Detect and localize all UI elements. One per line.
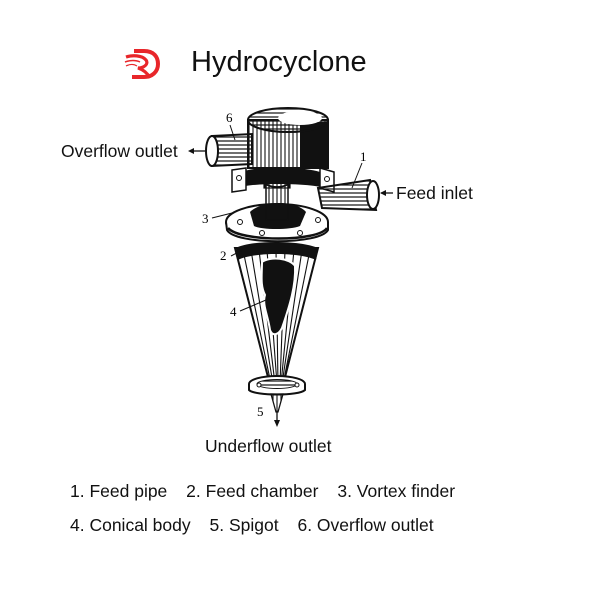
part-number-2: 2 (220, 248, 227, 263)
page-title: Hydrocyclone (191, 46, 367, 78)
part-number-6: 6 (226, 110, 233, 125)
upper-chamber (231, 167, 335, 193)
underflow-outlet-callout: Underflow outlet (205, 436, 332, 456)
legend-row-2: 4. Conical body 5. Spigot 6. Overflow ou… (70, 514, 448, 536)
conical-body (233, 242, 320, 386)
feed-inlet-callout: Feed inlet (396, 183, 473, 203)
feed-pipe (316, 178, 393, 212)
legend-row-1: 1. Feed pipe 2. Feed chamber 3. Vortex f… (70, 480, 469, 502)
part-number-4: 4 (230, 304, 237, 319)
part-number-3: 3 (202, 211, 209, 226)
legend-item-vortex-finder: 3. Vortex finder (337, 481, 456, 501)
legend-item-overflow-outlet: 6. Overflow outlet (297, 515, 434, 535)
overflow-outlet-callout: Overflow outlet (61, 141, 178, 161)
legend-item-feed-pipe: 1. Feed pipe (70, 481, 168, 501)
legend-item-conical-body: 4. Conical body (70, 515, 191, 535)
brand-logo-icon (124, 47, 161, 81)
legend-item-feed-chamber: 2. Feed chamber (186, 481, 319, 501)
legend-item-spigot: 5. Spigot (209, 515, 279, 535)
overflow-cap (247, 107, 329, 169)
spigot (248, 375, 306, 427)
overflow-pipe (188, 132, 253, 168)
leader-lines (211, 124, 363, 312)
part-number-1: 1 (360, 149, 367, 164)
part-number-5: 5 (257, 404, 264, 419)
